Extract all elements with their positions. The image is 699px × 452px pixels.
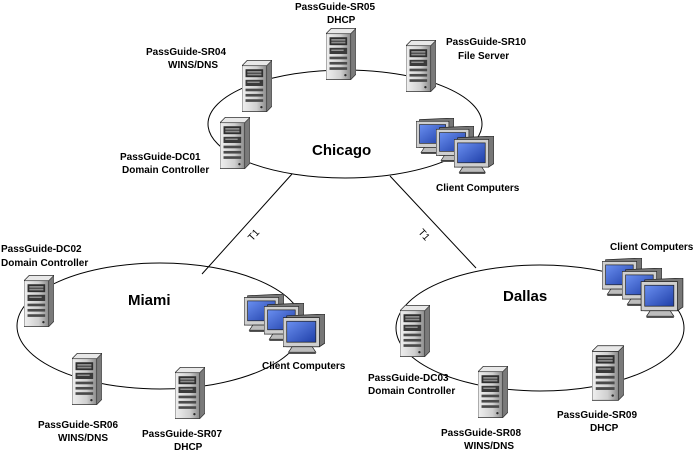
server-dc03-icon xyxy=(400,304,430,358)
client-monitor-icon xyxy=(283,314,325,354)
server-sr08-role: WINS/DNS xyxy=(464,441,514,452)
server-sr10-name: PassGuide-SR10 xyxy=(446,37,526,48)
server-dc01-name: PassGuide-DC01 xyxy=(120,152,201,163)
server-dc02-icon xyxy=(24,274,54,328)
clients-chicago-label: Client Computers xyxy=(436,183,520,194)
server-dc03-role: Domain Controller xyxy=(368,386,455,397)
server-sr09-role: DHCP xyxy=(590,423,619,434)
client-monitor-icon xyxy=(640,278,684,318)
link-chicago-miami xyxy=(201,173,293,275)
server-sr07-icon xyxy=(175,366,205,420)
server-sr05-icon xyxy=(326,28,356,80)
server-dc02-name: PassGuide-DC02 xyxy=(1,244,82,255)
link-label-chicago-miami: T1 xyxy=(246,227,262,243)
server-sr04-name: PassGuide-SR04 xyxy=(146,47,226,58)
server-sr04-role: WINS/DNS xyxy=(168,60,218,71)
server-sr09-icon xyxy=(592,345,624,401)
server-sr09-name: PassGuide-SR09 xyxy=(557,410,637,421)
server-sr10-role: File Server xyxy=(458,51,509,62)
server-dc03-name: PassGuide-DC03 xyxy=(368,373,449,384)
server-sr04-icon xyxy=(242,60,272,112)
site-label-chicago: Chicago xyxy=(312,142,371,159)
server-sr06-name: PassGuide-SR06 xyxy=(38,420,118,431)
client-monitor-icon xyxy=(454,136,494,174)
server-sr10-icon xyxy=(406,40,436,92)
server-sr05-name: PassGuide-SR05 xyxy=(295,2,375,13)
server-dc01-role: Domain Controller xyxy=(122,165,209,176)
server-dc01-icon xyxy=(220,116,250,170)
dallas-ring xyxy=(395,264,685,392)
server-sr08-icon xyxy=(478,365,508,419)
site-label-miami: Miami xyxy=(128,292,171,309)
link-chicago-dallas xyxy=(389,175,477,269)
server-sr08-name: PassGuide-SR08 xyxy=(441,428,521,439)
server-dc02-role: Domain Controller xyxy=(1,258,88,269)
server-sr06-role: WINS/DNS xyxy=(58,433,108,444)
server-sr05-role: DHCP xyxy=(327,15,356,26)
clients-dallas-label: Client Computers xyxy=(610,242,694,253)
server-sr06-icon xyxy=(72,352,102,406)
site-label-dallas: Dallas xyxy=(503,288,547,305)
server-sr07-role: DHCP xyxy=(174,442,203,452)
server-sr07-name: PassGuide-SR07 xyxy=(142,429,222,440)
link-label-chicago-dallas: T1 xyxy=(416,227,432,243)
clients-miami-label: Client Computers xyxy=(262,361,346,372)
